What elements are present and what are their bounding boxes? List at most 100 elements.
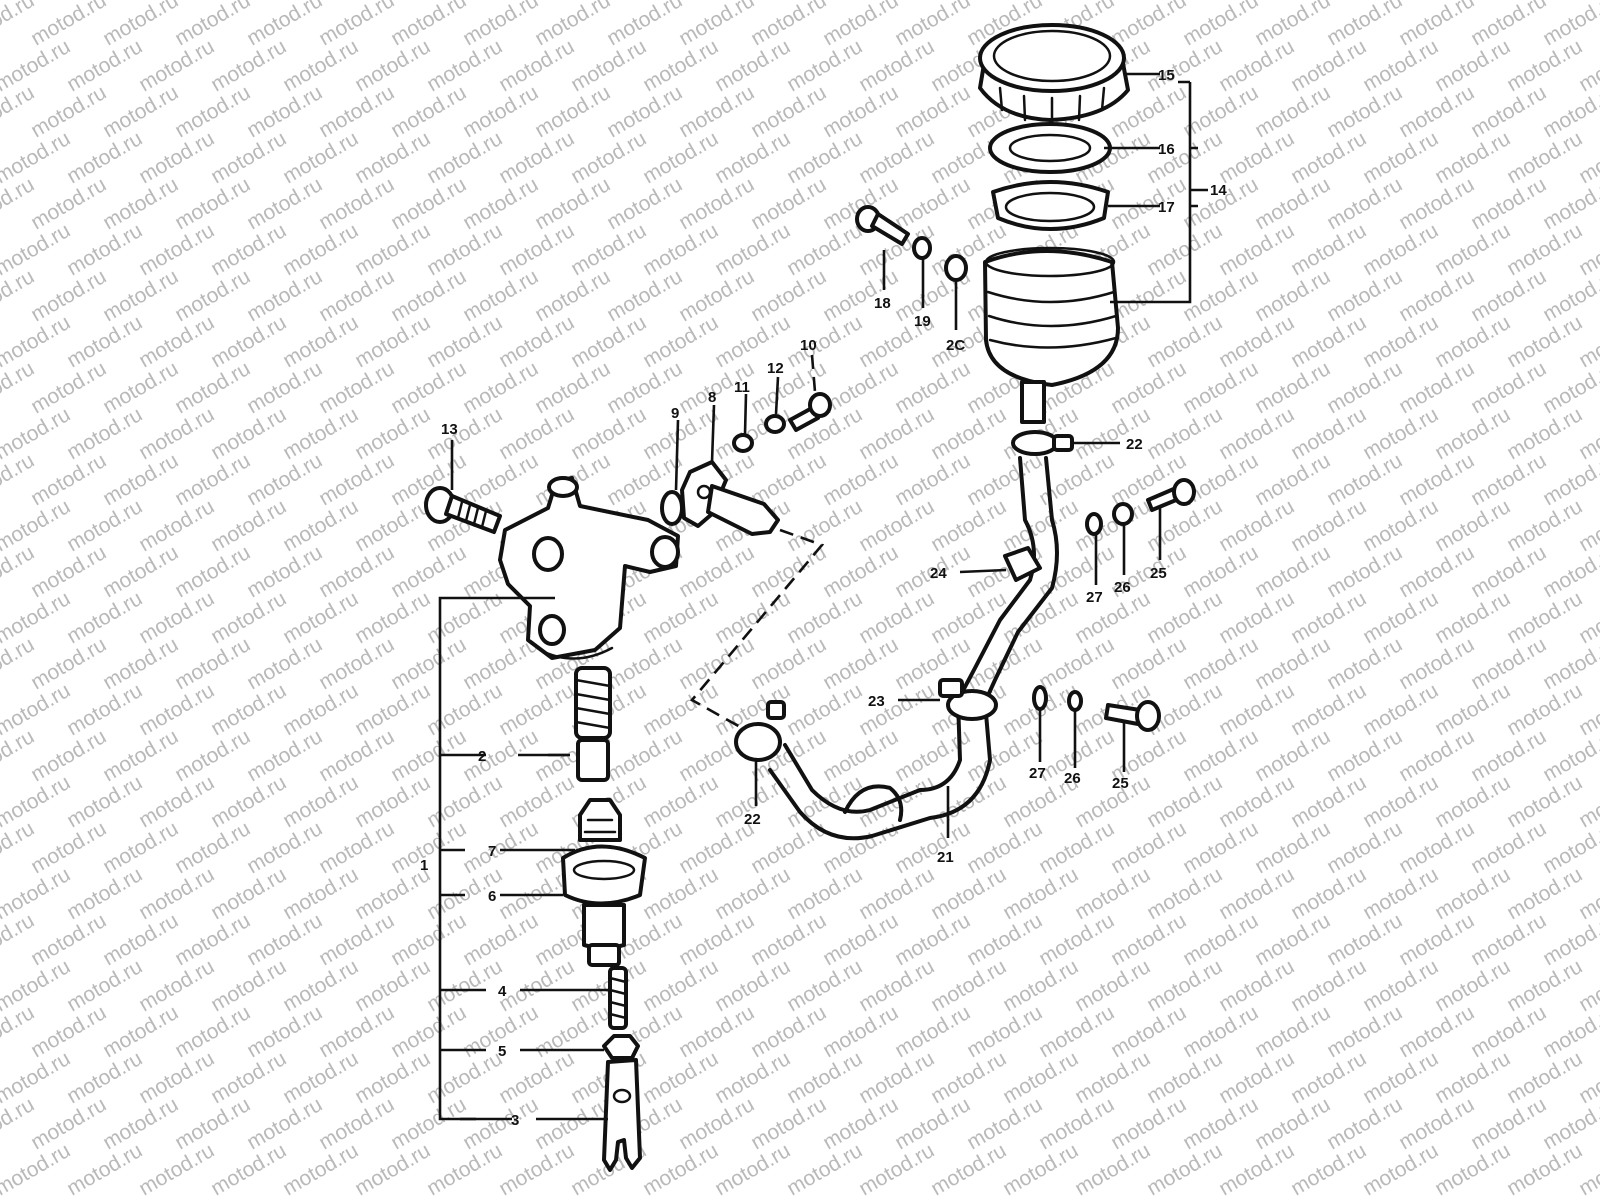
watermark-text: motod.ru (63, 955, 146, 1016)
callout-16: 16 (1158, 141, 1175, 158)
watermark-text: motod.ru (819, 449, 902, 510)
callout-3: 3 (511, 1112, 519, 1129)
watermark-text: motod.ru (783, 955, 866, 1016)
watermark-text: motod.ru (27, 541, 110, 602)
watermark-text: motod.ru (0, 0, 38, 50)
watermark-text: motod.ru (495, 403, 578, 464)
watermark-text: motod.ru (1179, 541, 1262, 602)
watermark-text: motod.ru (387, 1093, 470, 1154)
watermark-text: motod.ru (1035, 633, 1118, 694)
watermark-text: motod.ru (99, 81, 182, 142)
watermark-text: motod.ru (1467, 817, 1550, 878)
watermark-text: motod.ru (783, 1047, 866, 1108)
watermark-text: motod.ru (927, 1047, 1010, 1108)
watermark-text: motod.ru (1503, 1139, 1586, 1200)
watermark-text: motod.ru (27, 633, 110, 694)
watermark-text: motod.ru (1431, 1139, 1514, 1200)
watermark-text: motod.ru (639, 863, 722, 924)
watermark-text: motod.ru (1287, 771, 1370, 832)
watermark-text: motod.ru (27, 817, 110, 878)
watermark-text: motod.ru (1323, 633, 1406, 694)
watermark-text: motod.ru (279, 679, 362, 740)
watermark-text: motod.ru (207, 495, 290, 556)
watermark-text: motod.ru (423, 403, 506, 464)
watermark-text: motod.ru (207, 679, 290, 740)
callout-27-upper: 27 (1086, 589, 1103, 606)
watermark-text: motod.ru (1323, 449, 1406, 510)
watermark-text: motod.ru (63, 771, 146, 832)
watermark-text: motod.ru (1395, 725, 1478, 786)
watermark-text: motod.ru (387, 173, 470, 234)
watermark-text: motod.ru (27, 909, 110, 970)
watermark-text: motod.ru (351, 771, 434, 832)
watermark-text: motod.ru (747, 0, 830, 50)
watermark-text: motod.ru (459, 1093, 542, 1154)
watermark-text: motod.ru (351, 35, 434, 96)
washer-26-lower (1067, 690, 1083, 712)
watermark-text: motod.ru (63, 863, 146, 924)
watermark-text: motod.ru (459, 265, 542, 326)
watermark-text: motod.ru (1251, 1001, 1334, 1062)
piston-cup-7 (578, 798, 622, 842)
bolt-25-lower (1104, 700, 1161, 732)
watermark-text: motod.ru (1323, 725, 1406, 786)
watermark-text: motod.ru (963, 449, 1046, 510)
watermark-text: motod.ru (927, 403, 1010, 464)
watermark-text: motod.ru (1251, 81, 1334, 142)
watermark-text: motod.ru (27, 0, 110, 50)
watermark-text: motod.ru (855, 35, 938, 96)
watermark-text: motod.ru (1323, 909, 1406, 970)
watermark-text: motod.ru (819, 633, 902, 694)
watermark-text: motod.ru (1431, 35, 1514, 96)
watermark-text: motod.ru (495, 679, 578, 740)
watermark-text: motod.ru (1107, 0, 1190, 50)
push-rod-4 (608, 966, 628, 1030)
watermark-text: motod.ru (495, 955, 578, 1016)
watermark-text: motod.ru (603, 173, 686, 234)
watermark-text: motod.ru (603, 81, 686, 142)
watermark-text: motod.ru (315, 725, 398, 786)
watermark-text: motod.ru (135, 1047, 218, 1108)
watermark-text: motod.ru (1467, 265, 1550, 326)
watermark-text: motod.ru (135, 35, 218, 96)
watermark-text: motod.ru (207, 219, 290, 280)
watermark-text: motod.ru (1431, 127, 1514, 188)
watermark-text: motod.ru (27, 81, 110, 142)
watermark-text: motod.ru (423, 955, 506, 1016)
callout-1: 1 (420, 857, 428, 874)
watermark-text: motod.ru (1215, 955, 1298, 1016)
watermark-text: motod.ru (1395, 909, 1478, 970)
watermark-text: motod.ru (1215, 771, 1298, 832)
watermark-text: motod.ru (27, 265, 110, 326)
watermark-text: motod.ru (1431, 863, 1514, 924)
watermark-text: motod.ru (1143, 403, 1226, 464)
reservoir-bolt-18 (855, 205, 910, 246)
watermark-text: motod.ru (531, 173, 614, 234)
watermark-text: motod.ru (315, 173, 398, 234)
watermark-text: motod.ru (1287, 955, 1370, 1016)
watermark-text: motod.ru (99, 1001, 182, 1062)
watermark-text: motod.ru (459, 81, 542, 142)
watermark-text: motod.ru (1467, 0, 1550, 50)
watermark-text: motod.ru (243, 725, 326, 786)
watermark-text: motod.ru (1251, 817, 1334, 878)
watermark-text: motod.ru (927, 587, 1010, 648)
watermark-text: motod.ru (747, 265, 830, 326)
watermark-text: motod.ru (1359, 1139, 1442, 1200)
piston-6 (561, 844, 647, 967)
leader-lines (438, 72, 1208, 1121)
watermark-text: motod.ru (459, 817, 542, 878)
watermark-text: motod.ru (207, 311, 290, 372)
callout-13: 13 (441, 421, 458, 438)
watermark-text: motod.ru (63, 311, 146, 372)
watermark-text: motod.ru (171, 909, 254, 970)
watermark-text: motod.ru (171, 541, 254, 602)
watermark-text: motod.ru (639, 219, 722, 280)
watermark-text: motod.ru (1467, 449, 1550, 510)
watermark-text: motod.ru (135, 955, 218, 1016)
watermark-text: motod.ru (1215, 311, 1298, 372)
watermark-text: motod.ru (135, 863, 218, 924)
watermark-text: motod.ru (1323, 173, 1406, 234)
watermark-text: motod.ru (1503, 679, 1586, 740)
